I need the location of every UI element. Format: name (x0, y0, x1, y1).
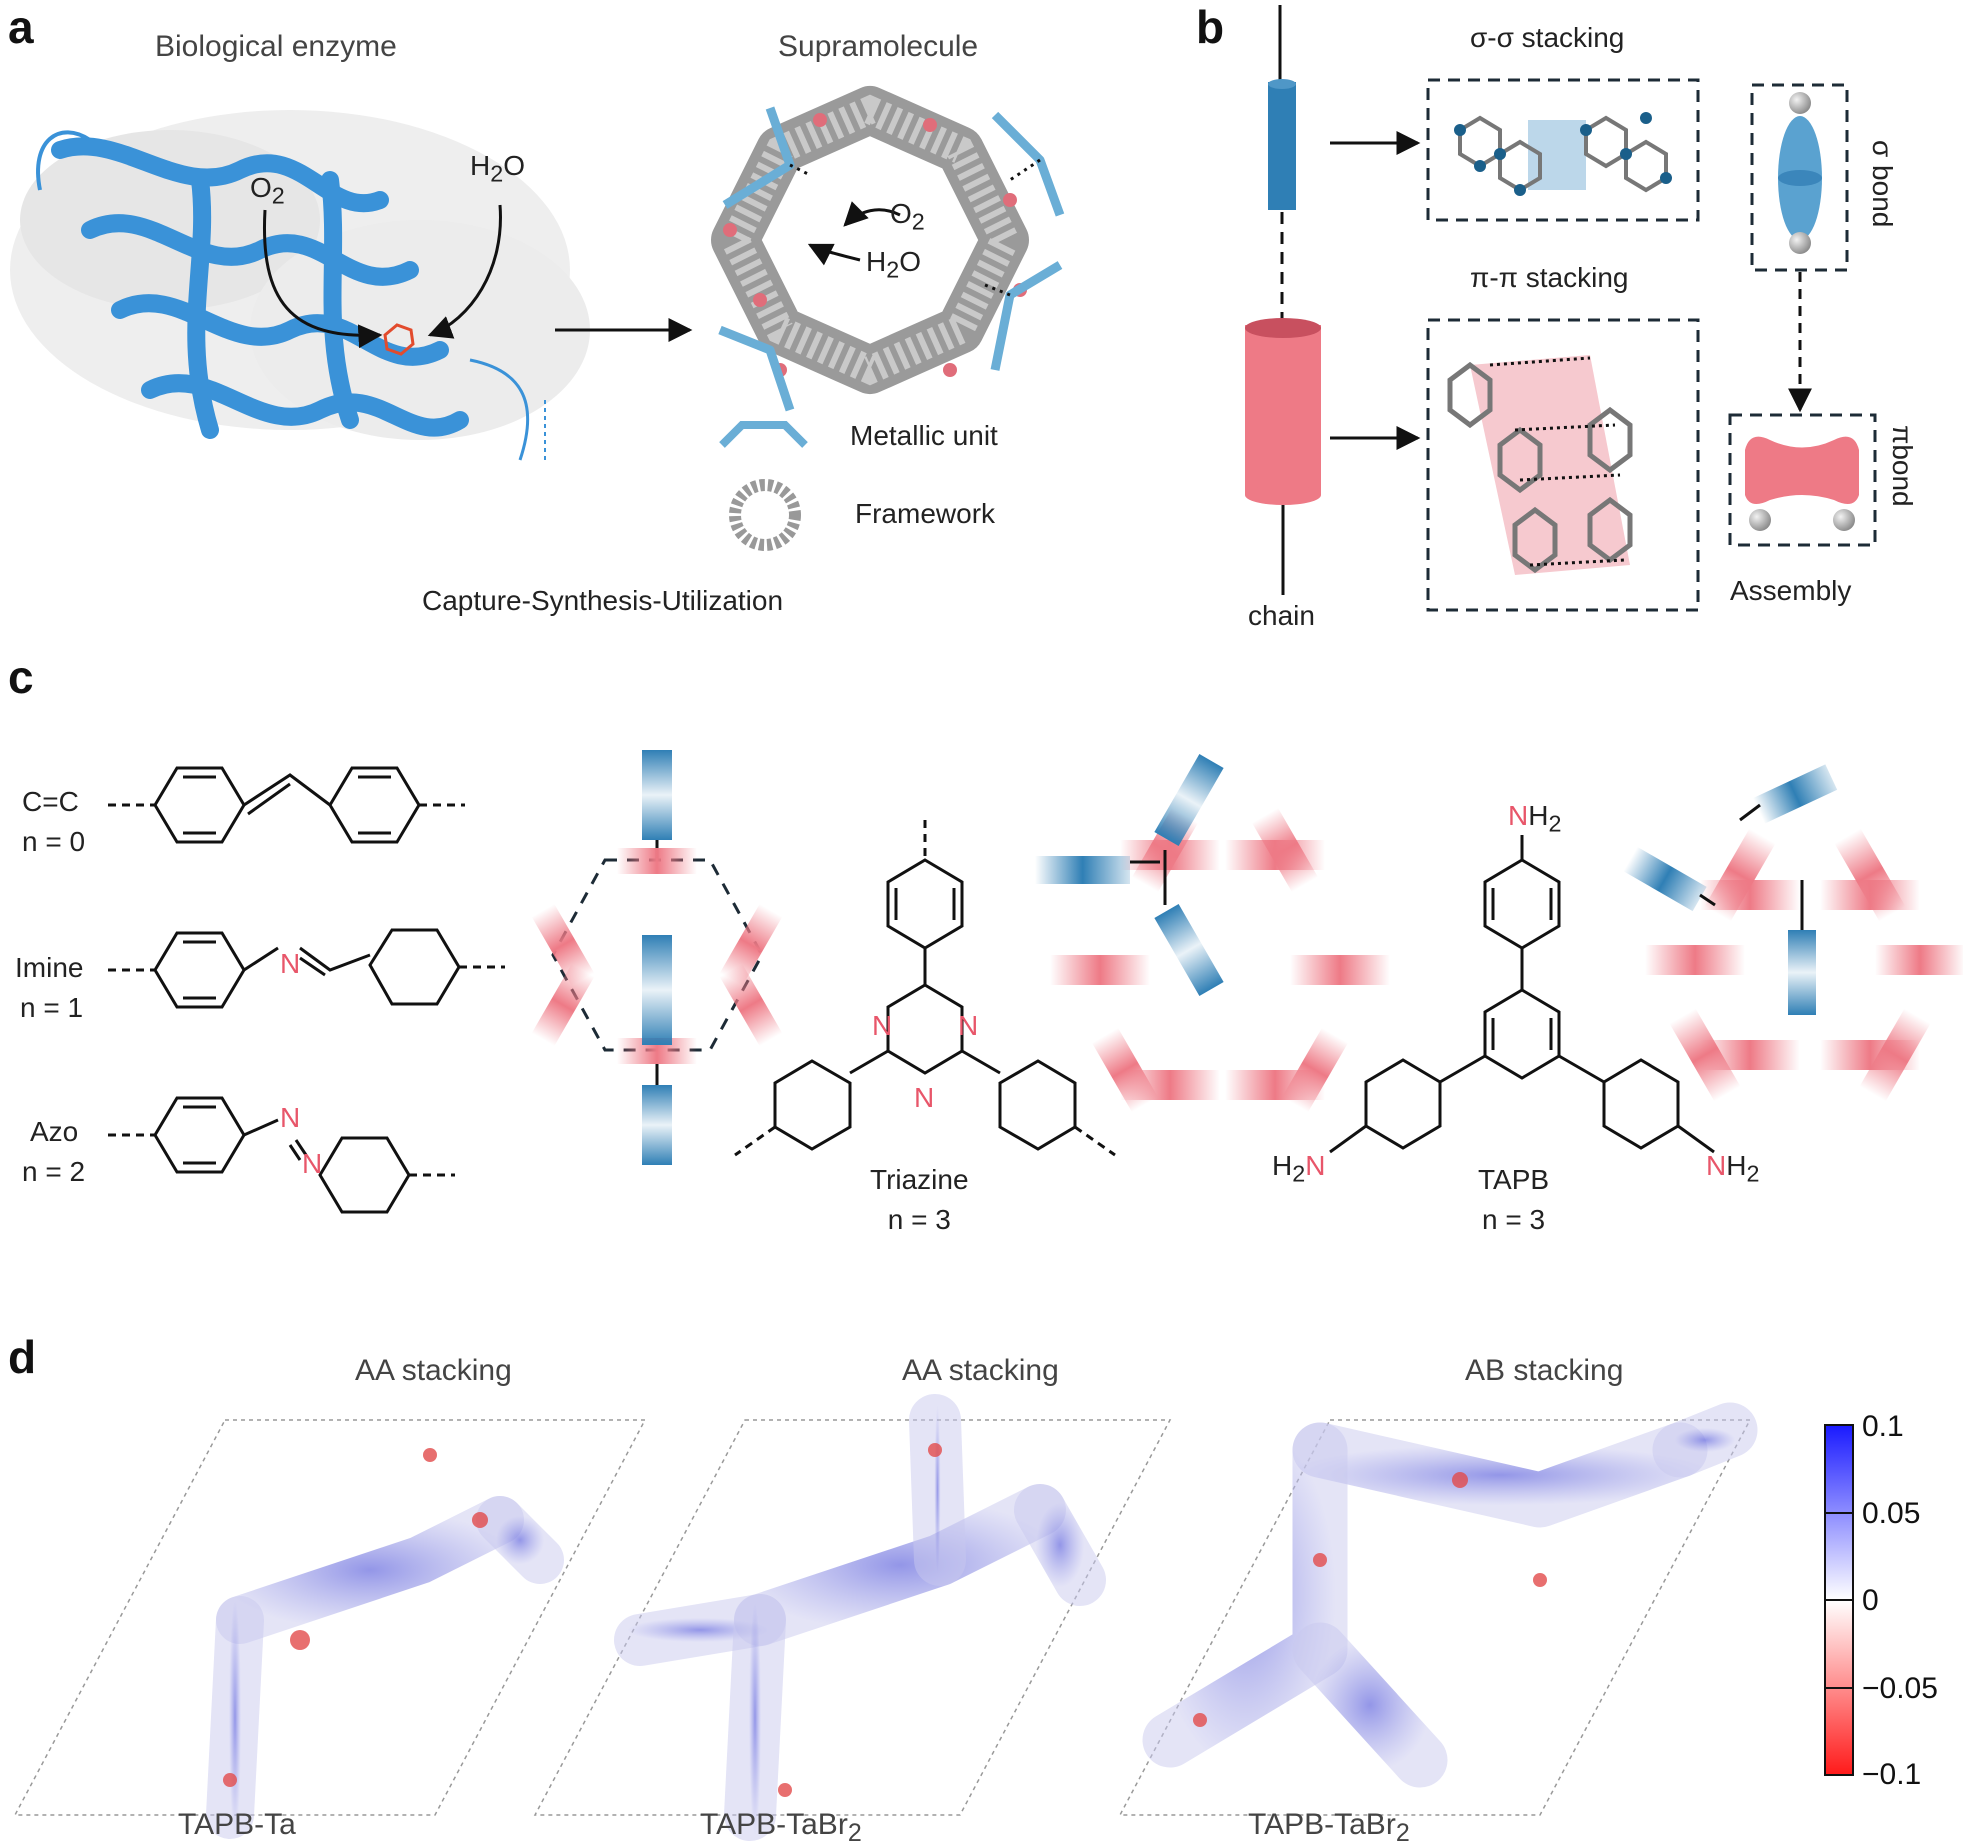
framework-hexagon-3 (1623, 764, 1963, 1101)
azo-n-atom-1: N (280, 1102, 300, 1134)
tapb-nh2-right: NH2 (1706, 1150, 1759, 1188)
metallic-unit-icon (722, 425, 805, 445)
chain-label: chain (1248, 600, 1315, 632)
structure-name-1: TAPB-Ta (178, 1808, 296, 1842)
panel-a-caption: Capture-Synthesis-Utilization (422, 585, 783, 617)
sigma-bond-orbital (1778, 92, 1822, 254)
sigma-lattice (1454, 112, 1672, 196)
linker-structures (108, 768, 505, 1212)
stacking-label-1: AA stacking (355, 1354, 512, 1388)
o2-ring-label: O2 (890, 198, 925, 236)
colorbar-tick-0: 0.1 (1862, 1410, 1904, 1444)
triazine-n-atom-3: N (914, 1082, 934, 1114)
assembly-label: Assembly (1730, 575, 1851, 607)
esp-map-3 (1120, 1420, 1750, 1815)
supramolecule-title: Supramolecule (778, 30, 978, 64)
pi-stacking-label: π-π stacking (1470, 262, 1628, 294)
esp-map-2 (535, 1420, 1170, 1815)
structure-name-3: TAPB-TaBr2 (1248, 1808, 1410, 1848)
sigma-stacking-label: σ-σ stacking (1470, 22, 1624, 54)
azo-n-atom-2: N (302, 1148, 322, 1180)
stacking-label-2: AA stacking (902, 1354, 1059, 1388)
triazine-n-atom-2: N (958, 1010, 978, 1042)
imine-n-atom: N (280, 948, 300, 980)
structure-name-2: TAPB-TaBr2 (700, 1808, 862, 1848)
colorbar-tick-2: 0 (1862, 1584, 1879, 1618)
colorbar-tick-1: 0.05 (1862, 1497, 1920, 1531)
esp-map-1 (15, 1420, 645, 1815)
h2o-ring-label: H2O (866, 246, 921, 284)
h2o-label: H2O (470, 150, 525, 188)
colorbar-tick-4: −0.1 (1862, 1758, 1921, 1792)
o2-label: O2 (250, 172, 285, 210)
colorbar-tick-3: −0.05 (1862, 1672, 1938, 1706)
stacking-label-3: AB stacking (1465, 1354, 1623, 1388)
legend-metallic-unit: Metallic unit (850, 420, 998, 452)
supramolecule-ring (723, 110, 1027, 377)
framework-hexagon-2 (1035, 754, 1390, 1112)
triazine-n-atom-1: N (872, 1010, 892, 1042)
framework-hexagon-1 (532, 750, 783, 1165)
tapb-nh2-top: NH2 (1508, 800, 1561, 838)
pi-bond-orbital (1745, 437, 1859, 531)
sigma-bond-label: σ bond (1866, 140, 1898, 227)
framework-icon (735, 485, 795, 545)
enzyme-title: Biological enzyme (155, 30, 397, 64)
pi-stack (1450, 355, 1630, 575)
tapb-nh2-left: H2N (1272, 1150, 1325, 1188)
colorbar (1825, 1425, 1853, 1775)
legend-framework: Framework (855, 498, 995, 530)
chain-illustration (1245, 5, 1321, 595)
pi-bond-label: πbond (1886, 425, 1918, 507)
